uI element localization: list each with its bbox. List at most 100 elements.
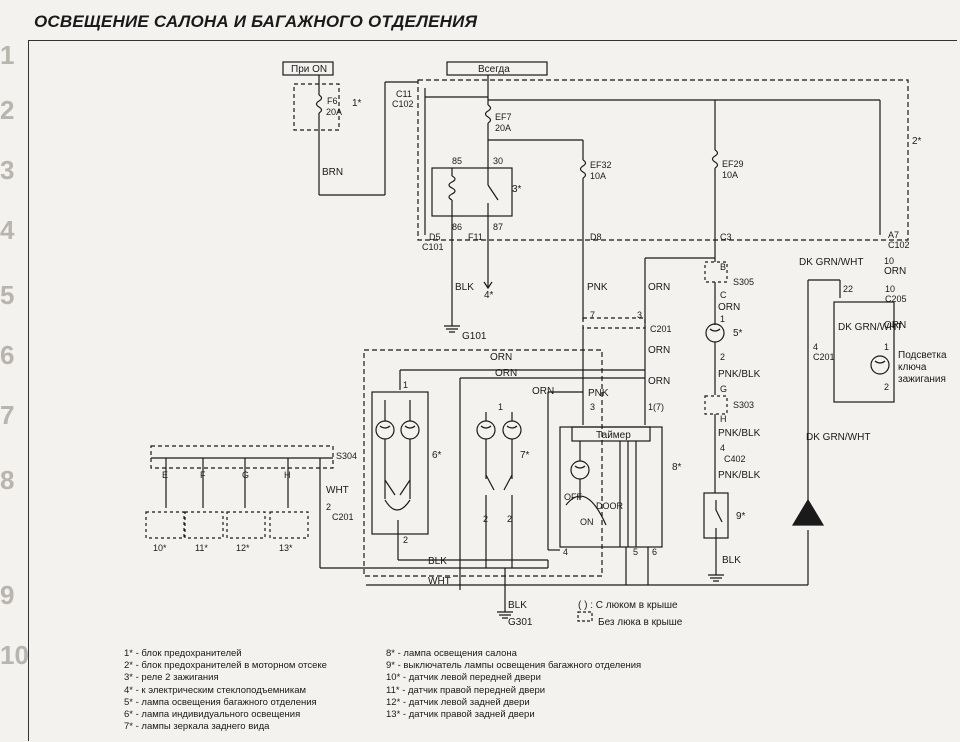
bulb-icon <box>870 355 890 375</box>
ref-2: 2* <box>912 136 922 147</box>
pin-86: 86 <box>452 222 462 232</box>
conn-c102-right: C102 <box>888 240 910 250</box>
bulb-icon <box>570 460 590 480</box>
wire-blk-4: BLK <box>722 555 741 566</box>
page-title: ОСВЕЩЕНИЕ САЛОНА И БАГАЖНОГО ОТДЕЛЕНИЯ <box>34 12 478 31</box>
ref-8: 8* <box>672 462 682 473</box>
lamp6-pin1: 1 <box>403 380 408 390</box>
fuse-ef29-name: EF29 <box>722 159 744 169</box>
always-box <box>446 61 548 76</box>
relay-3 <box>431 167 513 217</box>
keylight-label-3: зажигания <box>898 374 946 385</box>
conn-d5: D5 <box>429 232 441 242</box>
ref-7: 7* <box>520 450 530 461</box>
door-sensor-12 <box>226 511 266 539</box>
pin-87: 87 <box>493 222 503 232</box>
edge-number: 1 <box>0 40 15 70</box>
fuse-block-1 <box>293 83 340 131</box>
pin-10: 10 <box>884 256 894 266</box>
edge-number: 4 <box>0 215 15 245</box>
conn-c201-b: C201 <box>332 512 354 522</box>
ref-11: 11* <box>195 543 208 553</box>
wire-blk-2: BLK <box>428 556 447 567</box>
door-sensor-11 <box>184 511 224 539</box>
fuse-ef7-rating: 20A <box>495 123 511 133</box>
wire-pnk-1: PNK <box>587 282 608 293</box>
edge-number: 8 <box>0 465 15 495</box>
ground-icon <box>708 574 724 582</box>
legend-item: 7* - лампы зеркала заднего вида <box>124 721 270 733</box>
lamp7-pin1: 1 <box>498 402 503 412</box>
diagram-frame <box>28 40 957 741</box>
pin-6: 6 <box>652 547 657 557</box>
legend-item: 4* - к электрическим стеклоподъемникам <box>124 684 307 696</box>
wire-pnk-blk-1: PNK/BLK <box>718 369 761 380</box>
ref-12: 12* <box>236 543 250 553</box>
lamp6-pin2: 2 <box>403 535 408 545</box>
on-box <box>282 61 334 76</box>
wire-pnk-2: PNK <box>588 388 609 399</box>
edge-number: 5 <box>0 280 15 310</box>
edge-number: 7 <box>0 400 15 430</box>
pin-3: 3 <box>637 310 642 320</box>
ground-g101 <box>444 325 460 333</box>
lamp7-pin2a: 2 <box>483 514 488 524</box>
splice-s305 <box>704 261 728 283</box>
timer-label: Таймер <box>596 430 631 441</box>
wire-pnk-blk-3: PNK/BLK <box>718 470 761 481</box>
notes: ( ) : С люком в крыше Без люка в крыше <box>578 597 682 631</box>
switch-on: ON <box>580 517 594 527</box>
wire-wht-2: WHT <box>326 485 349 496</box>
pin-3b: 3 <box>590 402 595 412</box>
keylight-label-2: ключа <box>898 362 927 373</box>
pin-1-7: 1(7) <box>648 402 664 412</box>
conn-g301: G301 <box>508 617 533 628</box>
legend-item: 3* - реле 2 зажигания <box>124 672 219 684</box>
fuse-ef29-rating: 10A <box>722 170 738 180</box>
fuse-ef32 <box>579 159 587 179</box>
pin-f: F <box>200 470 206 480</box>
pin-85: 85 <box>452 156 462 166</box>
edge-number: 3 <box>0 155 15 185</box>
legend-item: 13* - датчик правой задней двери <box>386 709 535 721</box>
bulb-icon <box>400 420 420 440</box>
legend-item: 8* - лампа освещения салона <box>386 648 517 659</box>
wire-orn-6: ORN <box>532 386 554 397</box>
ref-5: 5* <box>733 328 743 339</box>
pin-e: E <box>162 470 168 480</box>
pin-4c: 4 <box>813 342 818 352</box>
conn-s303: S303 <box>733 400 754 410</box>
lamp-6 <box>371 391 429 535</box>
conn-d8: D8 <box>590 232 602 242</box>
pin-g2: G <box>242 470 249 480</box>
wire-dkgrn-1: DK GRN/WHT <box>799 257 863 268</box>
switch-door: DOOR <box>596 501 624 511</box>
conn-s305: S305 <box>733 277 754 287</box>
lamp7-pin2b: 2 <box>507 514 512 524</box>
pin-b: B <box>720 262 726 272</box>
ref-9: 9* <box>736 511 746 522</box>
lamp5-pin2: 2 <box>720 352 725 362</box>
door-sensor-10 <box>145 511 185 539</box>
conn-c201-c: C201 <box>813 352 835 362</box>
keylight-pin1: 1 <box>884 342 889 352</box>
wire-dkgrn-3: DK GRN/WHT <box>838 322 902 333</box>
interior-lamp-8 <box>559 426 663 548</box>
wire-orn-8: ORN <box>884 266 906 277</box>
pin-7: 7 <box>590 310 595 320</box>
door-sensor-13 <box>269 511 309 539</box>
bulb-icon <box>705 323 725 343</box>
conn-f11: F11 <box>468 232 483 242</box>
pin-c: C <box>720 290 727 300</box>
edge-number: 6 <box>0 340 15 370</box>
wire-orn-2: ORN <box>648 345 670 356</box>
keylight-pin2: 2 <box>884 382 889 392</box>
note-sunroof: ( ) : С люком в крыше <box>578 600 678 611</box>
relay-coil <box>448 175 456 201</box>
note-no-sunroof: Без люка в крыше <box>598 617 683 628</box>
pin-h: H <box>720 414 727 424</box>
bulb-icon <box>502 420 522 440</box>
pin-4: 4 <box>563 547 568 557</box>
wire-orn-5: ORN <box>495 368 517 379</box>
